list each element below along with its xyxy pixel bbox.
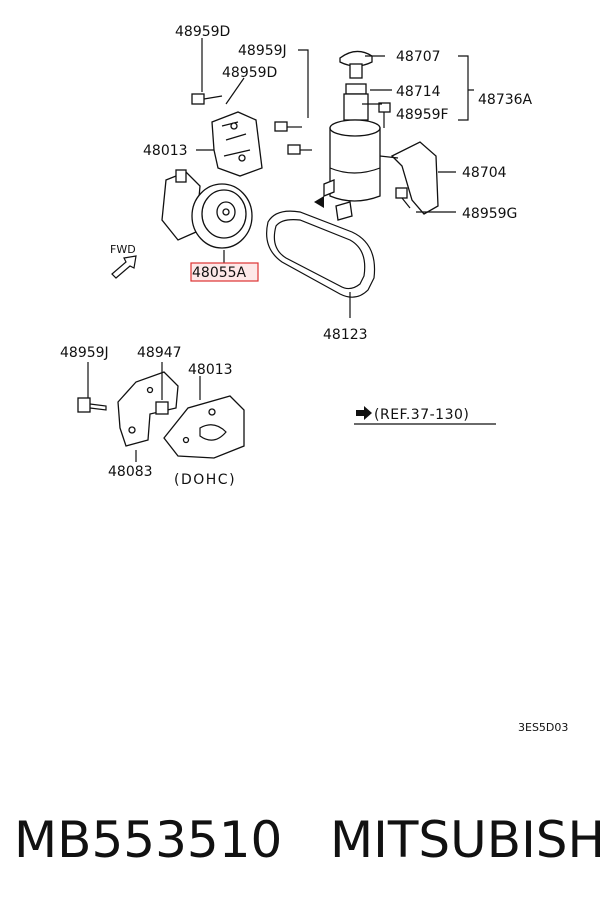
highlight-48055A [190,262,259,282]
label-48013-bottom: 48013 [188,362,233,378]
label-48947: 48947 [137,345,182,361]
filter-48714 [343,83,369,121]
label-48704: 48704 [462,165,507,181]
direction-arrow [314,196,324,208]
leader-lines-top [196,38,474,264]
label-48083: 48083 [108,464,153,480]
bolt-48959F [378,102,391,128]
drive-belt-48123 [266,210,376,318]
label-48959J-bottom: 48959J [60,345,109,361]
label-fwd: FWD [110,243,136,256]
label-48959D-top: 48959D [175,24,230,40]
nut-48947 [155,362,169,415]
label-ref: (REF.37-130) [374,407,469,423]
bolt-48959D-top [191,93,223,105]
bracket-48704 [379,141,439,215]
label-48959F: 48959F [396,107,449,123]
label-48013-top: 48013 [143,143,188,159]
label-diagram-code: 3ES5D03 [518,721,568,734]
bolt-48959J-bottom [77,362,107,413]
label-48055A: 48055A [192,265,247,281]
label-48959D-mid: 48959D [222,65,277,81]
label-48707: 48707 [396,49,441,65]
bolt-48959D-mid [274,121,312,155]
label-48714: 48714 [396,84,441,100]
footer-caption: MB553510 MITSUBISHI [14,800,600,880]
label-48736A: 48736A [478,92,533,108]
part-number: MB553510 [14,811,283,869]
label-48123: 48123 [323,327,368,343]
power-steering-pump-48055A [161,169,253,249]
bracket-48013-bottom [163,376,245,459]
reservoir-cap-48707 [339,50,373,79]
label-dohc: (DOHC) [174,472,236,488]
bracket-48013-top [211,111,263,177]
reservoir-tank [323,119,381,221]
label-48959G: 48959G [462,206,517,222]
brand-name: MITSUBISHI [330,811,600,869]
bolt-48959G [395,187,411,209]
label-48959J-top: 48959J [238,43,287,59]
ref-arrow-icon [354,406,496,425]
fwd-arrow-icon [111,255,137,279]
